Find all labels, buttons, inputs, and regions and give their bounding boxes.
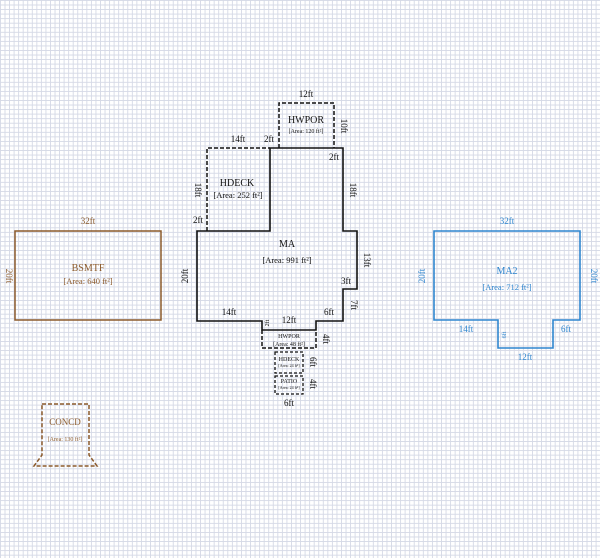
- dim-label: 4ft: [308, 379, 318, 389]
- dim-label: 18ft: [193, 183, 203, 198]
- hwpor-top-area[interactable]: HWPOR [Area: 120 ft²] 12ft 10ft: [278, 89, 349, 148]
- dim-label: 6ft: [284, 398, 294, 408]
- dim-label: 3ft: [341, 276, 351, 286]
- dim-label: 20ft: [589, 269, 599, 284]
- dim-label: 32ft: [81, 216, 96, 226]
- area-value: [Area: 712 ft²]: [482, 282, 531, 292]
- dim-label: 12ft: [282, 315, 297, 325]
- dim-label: 6ft: [561, 324, 571, 334]
- area-value: [Area: 640 ft²]: [63, 276, 112, 286]
- area-name: HWPOR: [288, 115, 324, 126]
- area-name: CONCD: [49, 417, 81, 427]
- area-name: HWPOR: [278, 334, 300, 340]
- dim-label: 20ft: [4, 269, 14, 284]
- dim-label: 12ft: [299, 89, 314, 99]
- area-name: MA: [279, 239, 296, 250]
- dim-label: 7ft: [349, 300, 359, 310]
- dim-label: 18ft: [348, 183, 358, 198]
- area-value: [Area: 252 ft²]: [213, 190, 262, 200]
- dim-label: 20ft: [180, 268, 190, 283]
- dim-label: 14ft: [231, 134, 246, 144]
- dim-label: 32ft: [500, 216, 515, 226]
- dim-label: 12ft: [518, 352, 533, 362]
- dim-label: 6ft: [308, 357, 318, 367]
- dim-label: 2ft: [264, 319, 271, 326]
- area-name: PATIO: [281, 379, 298, 385]
- area-name: BSMTF: [72, 263, 105, 274]
- dim-label: 14ft: [222, 307, 237, 317]
- ma2-area[interactable]: MA2 [Area: 712 ft²] 32ft 20ft 20ft 14ft …: [417, 216, 599, 362]
- concd-area[interactable]: CONCD [Area: 130 ft²]: [32, 403, 99, 467]
- area-name: MA2: [496, 266, 517, 277]
- dim-label: 2ft: [193, 215, 203, 225]
- dim-label: 4ft: [321, 334, 331, 344]
- hdeck-area[interactable]: HDECK [Area: 252 ft²] 14ft 18ft 2ft: [193, 134, 270, 231]
- dim-label: 6ft: [324, 307, 334, 317]
- dim-label: 14ft: [459, 324, 474, 334]
- area-value: [Area: 991 ft²]: [262, 255, 311, 265]
- bsmtf-area[interactable]: 32ft 20ft BSMTF [Area: 640 ft²]: [4, 216, 162, 321]
- dim-label: 13ft: [362, 253, 372, 268]
- dim-label: 2ft: [329, 152, 339, 162]
- dim-label: 2ft: [264, 134, 274, 144]
- area-value: [Area: 24 ft²]: [278, 363, 300, 368]
- area-value: [Area: 120 ft²]: [289, 128, 324, 135]
- dim-label: 20ft: [417, 268, 427, 283]
- hdeck-small-area[interactable]: HDECK [Area: 24 ft²] 6ft: [274, 351, 318, 374]
- area-value: [Area: 24 ft²]: [278, 385, 300, 390]
- area-value: [Area: 130 ft²]: [48, 436, 83, 443]
- area-value: [Area: 48 ft²]: [273, 341, 305, 348]
- ma-area[interactable]: MA [Area: 991 ft²] 20ft 14ft 2ft 12ft 6f…: [180, 134, 372, 331]
- patio-area[interactable]: PATIO [Area: 24 ft²] 4ft 6ft: [274, 375, 318, 408]
- dim-label: 6ft: [501, 331, 508, 338]
- dim-label: 10ft: [339, 119, 349, 134]
- area-name: HDECK: [279, 357, 300, 363]
- area-name: HDECK: [220, 178, 255, 189]
- hwpor-bottom-area[interactable]: HWPOR [Area: 48 ft²] 4ft: [261, 330, 331, 349]
